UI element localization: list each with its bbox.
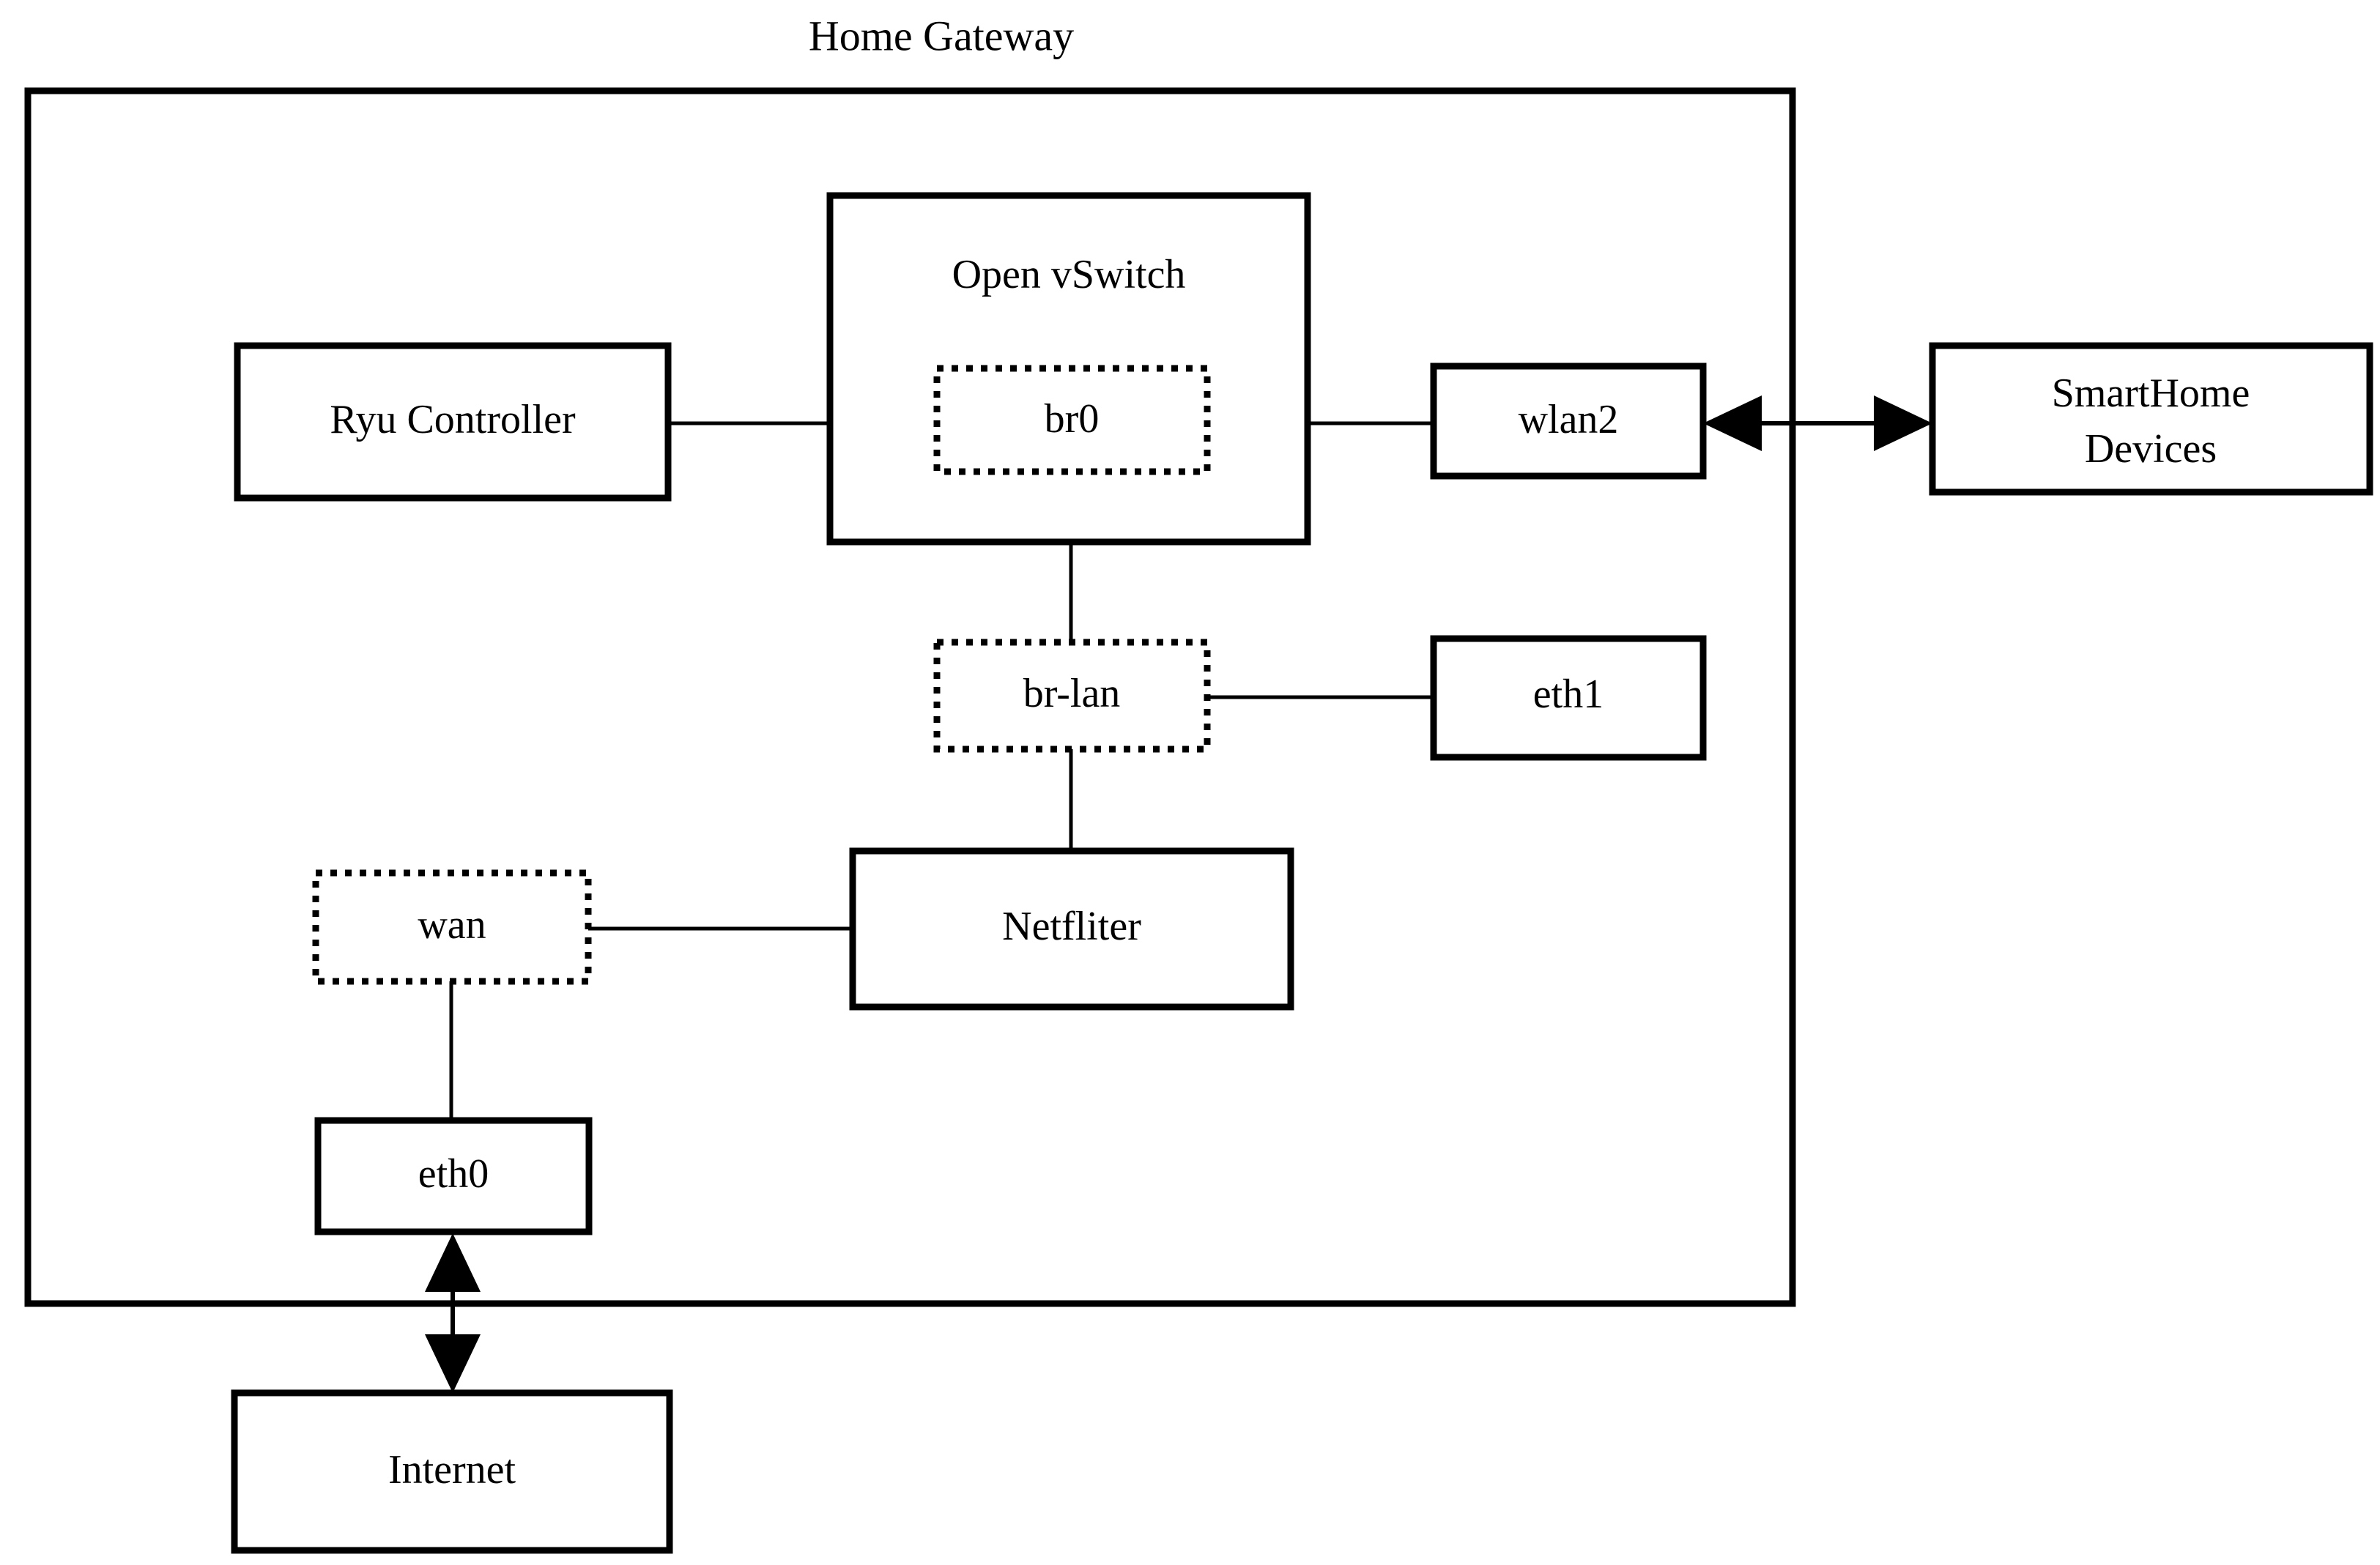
internet-box[interactable] <box>231 1389 673 1554</box>
connector-eth0-to-internet <box>425 1233 481 1393</box>
wan-box[interactable] <box>312 869 592 985</box>
netfliter-box[interactable] <box>849 847 1294 1011</box>
br0-label: br0 <box>1045 396 1100 442</box>
wan-label: wan <box>418 902 486 948</box>
page-title: Home Gateway <box>809 12 1074 59</box>
wlan2-box[interactable] <box>1430 363 1707 480</box>
arrow-head-right <box>1874 395 1932 451</box>
smarthome-devices-label-line2: Devices <box>2085 426 2217 472</box>
netfliter-label: Netfliter <box>1002 904 1141 949</box>
br0-box[interactable] <box>933 365 1211 475</box>
arrow-head-down <box>425 1334 481 1393</box>
home-gateway-boundary <box>24 87 1796 1307</box>
eth0-label: eth0 <box>418 1151 489 1197</box>
arrow-head-up <box>425 1233 481 1292</box>
ryu-controller-box[interactable] <box>234 342 672 502</box>
eth0-box[interactable] <box>314 1117 593 1235</box>
eth1-box[interactable] <box>1430 635 1707 761</box>
smarthome-devices-label-line1: SmartHome <box>2052 371 2250 416</box>
wlan2-label: wlan2 <box>1519 397 1619 442</box>
eth1-label: eth1 <box>1533 672 1604 717</box>
br-lan-label: br-lan <box>1023 671 1121 716</box>
arrow-head-left <box>1703 395 1762 451</box>
ryu-controller-label: Ryu Controller <box>330 397 576 442</box>
br-lan-box[interactable] <box>933 639 1211 753</box>
smarthome-devices-box[interactable] <box>1929 342 2373 496</box>
internet-label: Internet <box>388 1447 516 1492</box>
connector-wlan2-to-smarthome <box>1703 395 1932 451</box>
open-vswitch-label: Open vSwitch <box>952 252 1186 297</box>
